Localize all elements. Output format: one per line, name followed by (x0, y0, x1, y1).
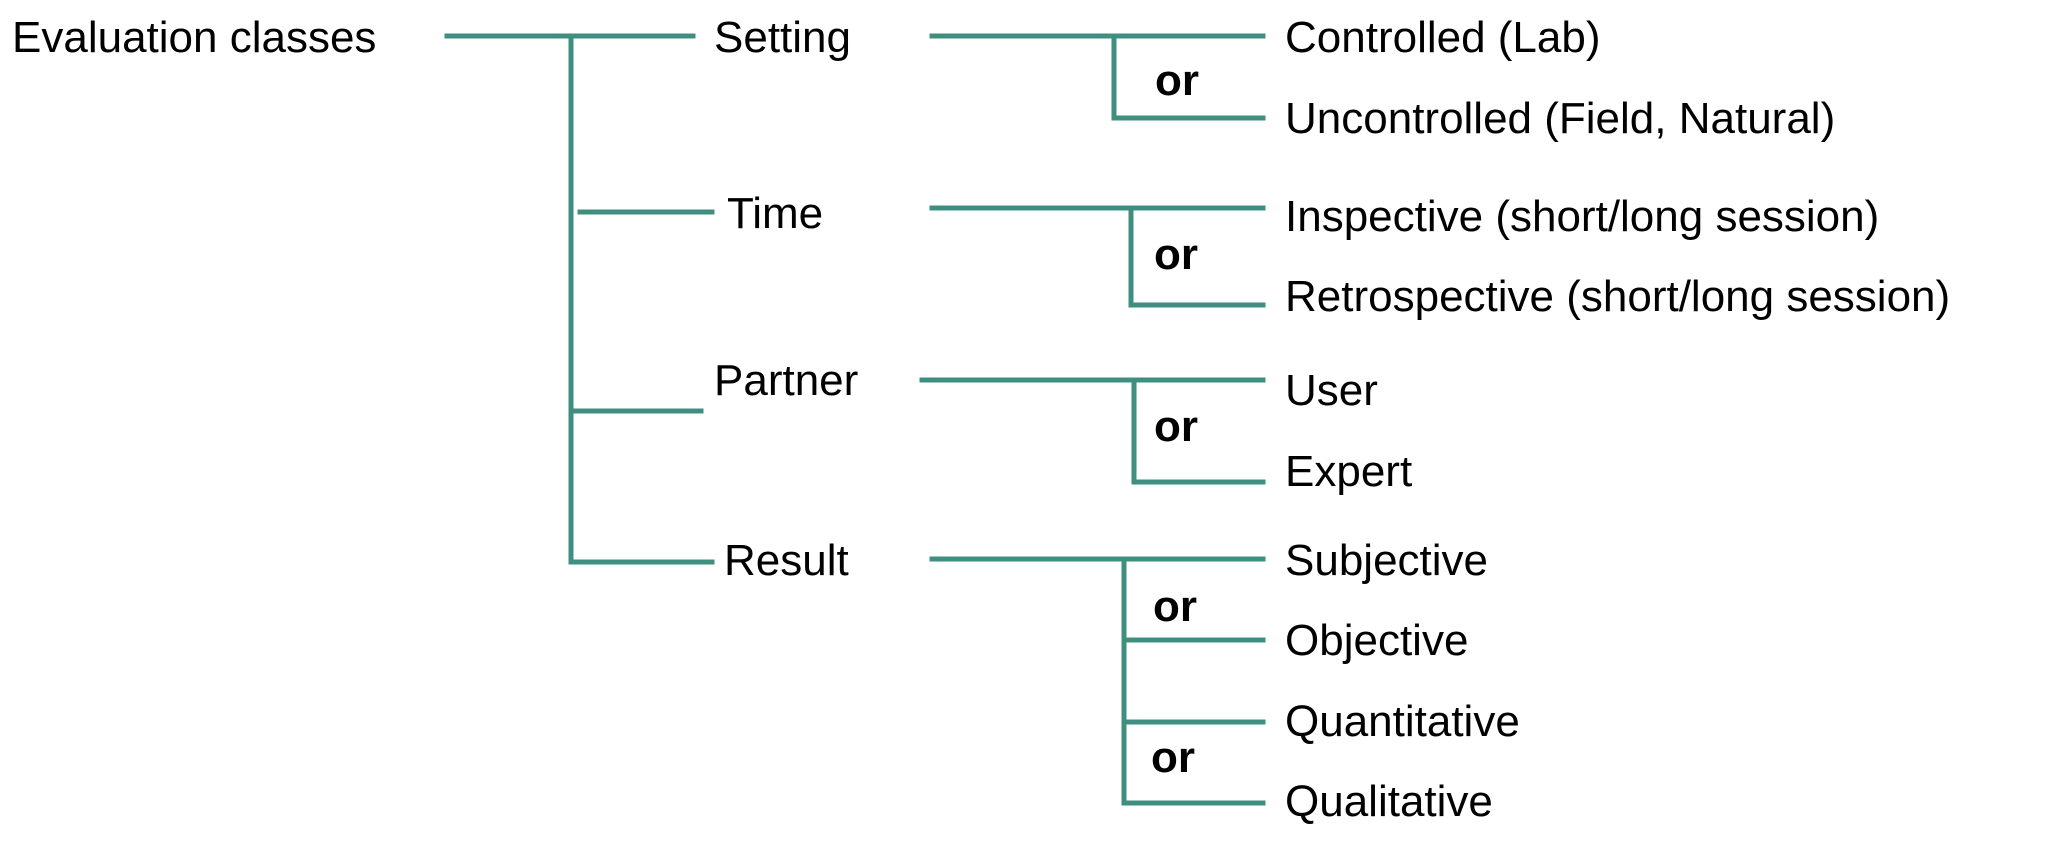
option-inspective: Inspective (short/long session) (1285, 192, 1879, 241)
or-label-setting: or (1155, 56, 1199, 105)
category-partner-label: Partner (714, 356, 858, 405)
option-objective: Objective (1285, 616, 1468, 665)
option-uncontrolled-field-natural: Uncontrolled (Field, Natural) (1285, 94, 1835, 143)
option-controlled-lab: Controlled (Lab) (1285, 13, 1601, 62)
option-qualitative: Qualitative (1285, 777, 1493, 826)
option-user: User (1285, 366, 1378, 415)
category-result-label: Result (724, 536, 849, 585)
option-expert: Expert (1285, 447, 1412, 496)
or-label-partner: or (1154, 402, 1198, 451)
option-subjective: Subjective (1285, 536, 1488, 585)
connector-lines (444, 33, 1266, 806)
option-quantitative: Quantitative (1285, 697, 1520, 746)
option-retrospective: Retrospective (short/long session) (1285, 272, 1950, 321)
category-setting-label: Setting (714, 13, 851, 62)
root-label: Evaluation classes (12, 13, 376, 62)
or-label-time: or (1154, 230, 1198, 279)
or-label-result-1: or (1153, 582, 1197, 631)
category-time-label: Time (727, 189, 823, 238)
or-label-result-2: or (1151, 733, 1195, 782)
